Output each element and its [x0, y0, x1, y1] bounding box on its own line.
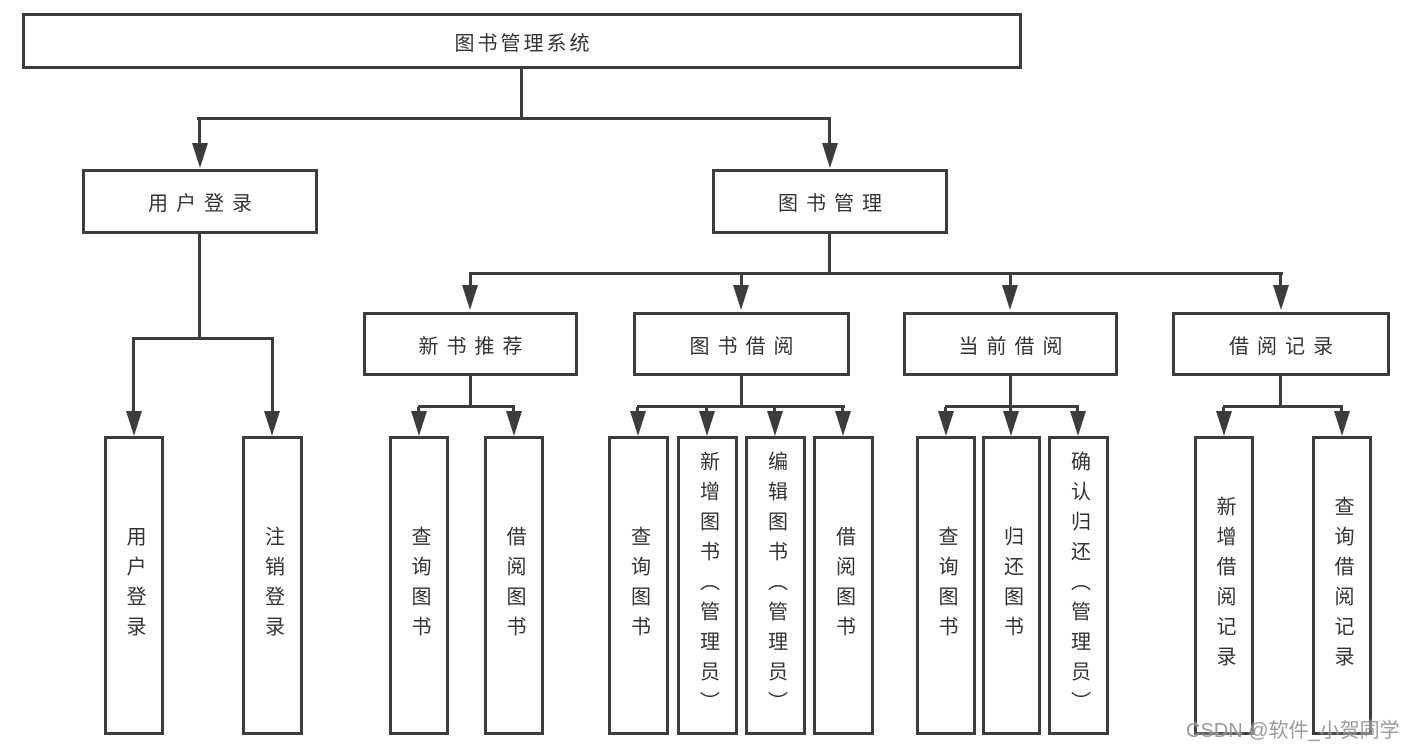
connector-leaf-add-book-drop: [705, 407, 708, 413]
leaf-query-book-rec-label: 查询图书: [408, 525, 430, 646]
connector-new-book-rec-drop: [469, 274, 472, 286]
connector-new-book-rec-bus: [418, 405, 515, 408]
connector-book-mgmt-stem: [828, 234, 831, 275]
node-root: 图书管理系统: [22, 13, 1022, 69]
connector-book-mgmt-drop: [828, 119, 831, 145]
leaf-edit-book-label: 编辑图书（管理员）: [764, 450, 787, 721]
connector-book-borrow-bus: [637, 405, 845, 408]
node-book-borrow: 图书借阅: [633, 312, 850, 376]
connector-borrow-records-drop: [1279, 274, 1282, 286]
arrowhead-current-borrow: [1002, 285, 1018, 310]
connector-borrow-records-stem: [1279, 376, 1282, 407]
leaf-return-book-label: 归还图书: [1000, 525, 1023, 646]
connector-leaf-query-book-rec-drop: [417, 407, 420, 413]
arrowhead-new-book-rec: [462, 285, 478, 310]
arrowhead-leaf-confirm-return: [1070, 411, 1086, 436]
leaf-confirm-return-label: 确认归还（管理员）: [1067, 450, 1090, 721]
leaf-query-book-current: 查询图书: [916, 436, 976, 735]
connector-root-stem: [520, 69, 523, 118]
leaf-return-book: 归还图书: [982, 436, 1041, 735]
leaf-user-login: 用户登录: [104, 436, 164, 735]
connector-borrow-records-bus: [1223, 405, 1343, 408]
connector-leaf-query-record-drop: [1340, 407, 1343, 413]
connector-leaf-borrow-book-rec-drop: [512, 407, 515, 413]
connector-user-login-drop: [198, 119, 201, 145]
leaf-add-record-label: 新增借阅记录: [1213, 495, 1235, 676]
connector-leaf-confirm-return-drop: [1076, 407, 1079, 413]
arrowhead-leaf-query-book-current: [938, 411, 954, 436]
arrowhead-book-mgmt: [822, 143, 838, 168]
arrowhead-leaf-borrow-book-borrow: [835, 411, 851, 436]
node-book-mgmt-label: 图书管理: [778, 193, 890, 215]
watermark: CSDN @软件_小贺同学: [1186, 720, 1400, 742]
arrowhead-borrow-records: [1273, 285, 1289, 310]
leaf-edit-book: 编辑图书（管理员）: [745, 436, 806, 735]
leaf-query-book-borrow-label: 查询图书: [627, 525, 650, 646]
leaf-add-record: 新增借阅记录: [1194, 436, 1254, 735]
connector-leaf-query-book-borrow-drop: [636, 407, 639, 413]
connector-leaf-query-book-current-drop: [944, 407, 947, 413]
leaf-logout: 注销登录: [242, 436, 303, 735]
node-borrow-records: 借阅记录: [1172, 312, 1390, 376]
node-book-mgmt: 图书管理: [712, 169, 948, 234]
connector-new-book-rec-stem: [469, 376, 472, 407]
leaf-logout-label: 注销登录: [261, 525, 284, 646]
leaf-borrow-book-borrow: 借阅图书: [813, 436, 874, 735]
leaf-query-book-rec: 查询图书: [389, 436, 449, 735]
leaf-query-book-borrow: 查询图书: [608, 436, 669, 735]
leaf-user-login-label: 用户登录: [123, 525, 145, 646]
node-new-book-rec: 新书推荐: [363, 312, 578, 376]
arrowhead-leaf-borrow-book-rec: [506, 411, 522, 436]
arrowhead-leaf-user-login: [126, 411, 142, 436]
leaf-borrow-book-rec-label: 借阅图书: [503, 525, 525, 646]
leaf-query-record: 查询借阅记录: [1312, 436, 1372, 735]
connector-root-bus: [197, 117, 831, 120]
arrowhead-leaf-query-record: [1334, 411, 1350, 436]
connector-leaf-add-record-drop: [1222, 407, 1225, 413]
connector-leaf-edit-book-drop: [773, 407, 776, 413]
node-new-book-rec-label: 新书推荐: [418, 335, 531, 358]
connector-leaf-return-book-drop: [1009, 407, 1012, 413]
connector-book-borrow-drop: [740, 274, 743, 286]
arrowhead-leaf-query-book-rec: [411, 411, 427, 436]
leaf-add-book-label: 新增图书（管理员）: [696, 450, 719, 721]
arrowhead-leaf-return-book: [1003, 411, 1019, 436]
leaf-borrow-book-rec: 借阅图书: [484, 436, 544, 735]
node-root-label: 图书管理系统: [454, 32, 593, 55]
connector-user-login-bus: [132, 337, 274, 340]
node-user-login: 用户登录: [82, 169, 318, 234]
node-borrow-records-label: 借阅记录: [1229, 335, 1341, 358]
arrowhead-book-borrow: [733, 285, 749, 310]
arrowhead-user-login: [192, 143, 208, 168]
connector-book-mgmt-bus: [469, 272, 1283, 275]
connector-leaf-user-login-drop: [132, 339, 135, 411]
connector-leaf-logout-drop: [271, 339, 274, 411]
node-current-borrow: 当前借阅: [903, 312, 1118, 376]
arrowhead-leaf-edit-book: [767, 411, 783, 436]
leaf-query-record-label: 查询借阅记录: [1331, 495, 1353, 676]
connector-current-borrow-bus: [945, 405, 1079, 408]
leaf-query-book-current-label: 查询图书: [935, 525, 957, 646]
leaf-borrow-book-borrow-label: 借阅图书: [832, 525, 855, 646]
node-book-borrow-label: 图书借阅: [689, 335, 802, 358]
arrowhead-leaf-logout: [264, 411, 280, 436]
node-user-login-label: 用户登录: [148, 193, 260, 215]
arrowhead-leaf-add-record: [1216, 411, 1232, 436]
node-current-borrow-label: 当前借阅: [958, 335, 1071, 358]
connector-user-login-stem: [198, 234, 201, 338]
arrowhead-leaf-add-book: [699, 411, 715, 436]
connector-current-borrow-drop: [1009, 274, 1012, 286]
leaf-add-book: 新增图书（管理员）: [677, 436, 738, 735]
arrowhead-leaf-query-book-borrow: [630, 411, 646, 436]
connector-book-borrow-stem: [740, 376, 743, 407]
connector-current-borrow-stem: [1009, 376, 1012, 407]
leaf-confirm-return: 确认归还（管理员）: [1048, 436, 1109, 735]
connector-leaf-borrow-book-borrow-drop: [841, 407, 844, 413]
